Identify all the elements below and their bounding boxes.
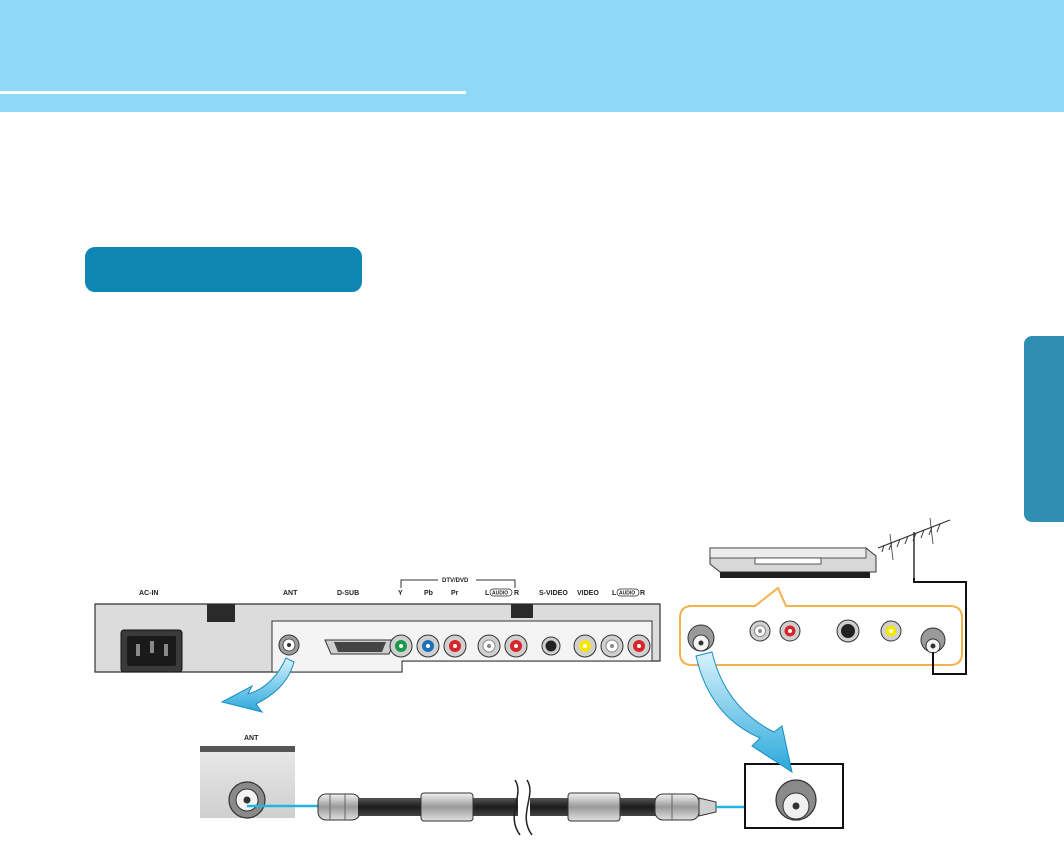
vcr-device-icon — [709, 547, 877, 578]
header-rule — [0, 91, 466, 94]
label-ant-zoom: ANT — [244, 735, 259, 742]
s-video-port-icon — [541, 636, 561, 656]
label-video: VIDEO — [577, 590, 599, 597]
label-pb: Pb — [424, 590, 433, 597]
label-ant: ANT — [283, 590, 298, 597]
label-y: Y — [398, 590, 403, 597]
zoom-arrow-left — [220, 657, 295, 713]
label-pr: Pr — [451, 590, 459, 597]
antenna-icon — [877, 517, 951, 578]
label-dtv-dvd: DTV/DVD — [442, 578, 469, 584]
label-audio: AUDIO — [492, 591, 508, 597]
label-audio-l: L — [485, 590, 490, 597]
label-s-video: S-VIDEO — [539, 590, 568, 597]
section-heading-pill — [85, 247, 362, 292]
label-audio2-l: L — [612, 590, 617, 597]
vcr-output-zoom — [744, 763, 844, 829]
label-audio2-r: R — [640, 590, 645, 597]
coaxial-cable-icon — [247, 779, 790, 836]
label-ac-in: AC-IN — [139, 590, 158, 597]
power-socket-icon — [120, 629, 183, 673]
antenna-wire — [913, 578, 967, 675]
zoom-arrow-right — [695, 651, 793, 774]
component-jacks — [389, 634, 528, 658]
label-d-sub: D-SUB — [337, 590, 359, 597]
av-input-jacks — [573, 634, 651, 658]
chapter-side-tab — [1024, 336, 1064, 522]
device-back-callout — [679, 586, 963, 666]
label-audio2: AUDIO — [619, 591, 635, 597]
ant-jack — [278, 634, 300, 656]
label-audio-r: R — [514, 590, 519, 597]
vga-port-icon — [324, 639, 396, 655]
